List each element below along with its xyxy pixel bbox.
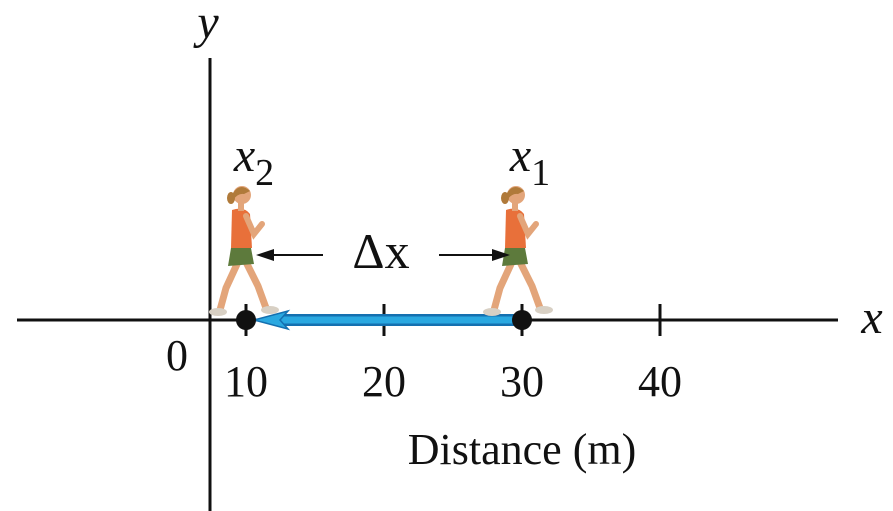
runner-back-leg xyxy=(490,258,516,314)
runner-back-leg xyxy=(216,258,242,314)
tick-label-10: 10 xyxy=(224,357,268,406)
x-axis-title: Distance (m) xyxy=(408,425,636,474)
runner-neck xyxy=(238,202,244,211)
position-dot-x1 xyxy=(512,310,532,330)
position-label-x2-symbol: x xyxy=(233,129,255,182)
delta-x-left-arrowhead xyxy=(256,249,274,261)
runner-icon-x2 xyxy=(209,186,279,316)
delta-x-label: Δx xyxy=(352,223,409,279)
delta-x-right-arrowhead xyxy=(492,249,510,261)
runner-back-shoe xyxy=(209,308,227,316)
runner-front-leg xyxy=(516,258,544,312)
runner-ponytail xyxy=(501,192,509,204)
displacement-arrow-head xyxy=(251,309,291,331)
runner-neck xyxy=(512,202,518,211)
runner-icon-x1 xyxy=(483,186,553,316)
position-label-x1-symbol: x xyxy=(509,129,531,182)
runner-front-shoe xyxy=(261,306,279,314)
tick-label-30: 30 xyxy=(500,357,544,406)
position-label-x1-subscript: 1 xyxy=(531,152,550,194)
tick-group: 10 20 30 40 xyxy=(224,304,682,406)
x-axis-label: x xyxy=(860,291,882,344)
tick-label-20: 20 xyxy=(362,357,406,406)
y-axis-label: y xyxy=(192,0,219,49)
delta-x-bracket: Δx xyxy=(256,223,510,279)
position-label-x2-subscript: 2 xyxy=(255,152,274,194)
origin-label: 0 xyxy=(166,331,188,380)
position-label-x1: x1 xyxy=(509,129,550,194)
runner-hair xyxy=(507,186,524,200)
runner-arm xyxy=(517,213,539,240)
runner-arm xyxy=(243,213,265,240)
runner-ponytail xyxy=(227,192,235,204)
tick-label-40: 40 xyxy=(638,357,682,406)
position-dot-x2 xyxy=(236,310,256,330)
runner-shorts xyxy=(502,248,528,266)
runner-front-leg xyxy=(242,258,270,312)
runner-hair xyxy=(233,186,250,200)
runner-front-shoe xyxy=(535,306,553,314)
runner-back-shoe xyxy=(483,308,501,316)
position-label-x2: x2 xyxy=(233,129,274,194)
displacement-arrow xyxy=(251,309,522,331)
runner-shorts xyxy=(228,248,254,266)
